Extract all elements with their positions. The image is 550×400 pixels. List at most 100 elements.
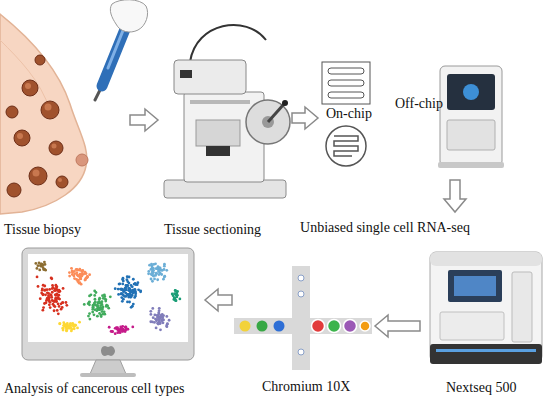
- scatter-dot: [173, 297, 176, 300]
- scatter-dot: [84, 271, 87, 274]
- scatter-dot: [50, 277, 53, 280]
- scatter-dot: [122, 277, 125, 280]
- scatter-dot: [122, 298, 125, 301]
- scatter-dot: [115, 327, 118, 330]
- scatter-dot: [151, 280, 154, 283]
- scatter-dot: [98, 298, 101, 301]
- process-step: Analysis of cancerous cell types: [0, 240, 205, 398]
- step-caption: Off-chip: [395, 96, 443, 112]
- process-step: Tissue sectioning: [158, 20, 292, 240]
- step-caption: Tissue biopsy: [4, 222, 81, 238]
- scatter-dot: [128, 294, 131, 297]
- scatter-dot: [157, 270, 160, 273]
- scatter-dot: [121, 283, 124, 286]
- scatter-dot: [93, 313, 96, 316]
- scatter-dot: [162, 321, 165, 324]
- scatter-dot: [93, 290, 96, 293]
- scatter-dot: [178, 297, 181, 300]
- process-step: Nextseq 500: [420, 212, 548, 398]
- scatter-dot: [124, 325, 127, 328]
- scatter-dot: [101, 307, 104, 310]
- scatter-dot: [54, 289, 57, 292]
- scatter-dot: [96, 315, 99, 318]
- scatter-dot: [65, 301, 68, 304]
- scatter-dot: [103, 293, 106, 296]
- scatter-dot: [80, 283, 83, 286]
- scatter-dot: [117, 293, 120, 296]
- scatter-dot: [106, 305, 109, 308]
- scatter-dot: [76, 274, 79, 277]
- scatter-dot: [48, 303, 51, 306]
- scatter-dot: [66, 322, 69, 325]
- scatter-dot: [131, 285, 134, 288]
- step-caption: On-chip: [326, 106, 372, 122]
- scatter-dot: [72, 323, 75, 326]
- scatter-dot: [158, 270, 161, 273]
- scatter-dot: [119, 288, 122, 291]
- scatter-dot: [139, 289, 142, 292]
- scatter-dot: [109, 295, 112, 298]
- scatter-dot: [96, 301, 99, 304]
- scatter-dot: [91, 311, 94, 314]
- scatter-dot: [93, 294, 96, 297]
- scatter-dot: [114, 332, 117, 335]
- scatter-dot: [88, 294, 91, 297]
- scatter-dot: [43, 261, 46, 264]
- scatter-dot: [63, 324, 66, 327]
- scatter-dot: [70, 267, 73, 270]
- scatter-dot: [103, 297, 106, 300]
- scatter-dot: [134, 282, 137, 285]
- scatter-dot: [72, 323, 75, 326]
- scatter-dot: [65, 304, 68, 307]
- step-caption: Tissue sectioning: [164, 222, 261, 238]
- scatter-dot: [96, 305, 99, 308]
- scatter-dot: [133, 283, 136, 286]
- scatter-dot: [42, 293, 45, 296]
- scatter-dot: [62, 287, 65, 290]
- scatter-dot: [71, 269, 74, 272]
- scatter-dot: [59, 322, 62, 325]
- scatter-dot: [88, 303, 91, 306]
- scatter-dot: [168, 319, 171, 322]
- scatter-dot: [153, 278, 156, 281]
- scatter-dot: [155, 272, 158, 275]
- scatter-dot: [124, 330, 127, 333]
- scatter-dot: [58, 289, 61, 292]
- scatter-dot: [81, 270, 84, 273]
- scatter-dot: [114, 287, 117, 290]
- scatter-dot: [38, 269, 41, 272]
- scatter-dot: [165, 315, 168, 318]
- scatter-dot: [173, 297, 176, 300]
- scatter-dot: [61, 301, 64, 304]
- sequencer-illustration: [430, 252, 542, 364]
- scatter-dot: [173, 297, 176, 300]
- scatter-dot: [166, 325, 169, 328]
- scatter-dot: [161, 319, 164, 322]
- scatter-dot: [42, 293, 45, 296]
- scatter-dot: [58, 305, 61, 308]
- scatter-dot: [93, 302, 96, 305]
- scatter-dot: [121, 330, 124, 333]
- scatter-dot: [61, 301, 64, 304]
- scatter-dot: [147, 272, 150, 275]
- scatter-dot: [44, 293, 47, 296]
- flow-arrow: [444, 180, 466, 212]
- scatter-dot: [87, 315, 90, 318]
- flow-arrow: [130, 109, 158, 131]
- scatter-dot: [156, 322, 159, 325]
- scatter-dot: [44, 289, 47, 292]
- scatter-dot: [46, 297, 49, 300]
- scatter-dot: [123, 288, 126, 291]
- scatter-dot: [36, 276, 39, 279]
- monitor-illustration: [22, 248, 194, 377]
- scatter-dot: [156, 278, 159, 281]
- scatter-dot: [97, 301, 100, 304]
- scatter-dot: [104, 300, 107, 303]
- flow-arrow: [205, 289, 232, 311]
- scatter-dot: [61, 306, 64, 309]
- scatter-dot: [80, 275, 83, 278]
- scatter-dot: [130, 289, 133, 292]
- scatter-dot: [75, 268, 78, 271]
